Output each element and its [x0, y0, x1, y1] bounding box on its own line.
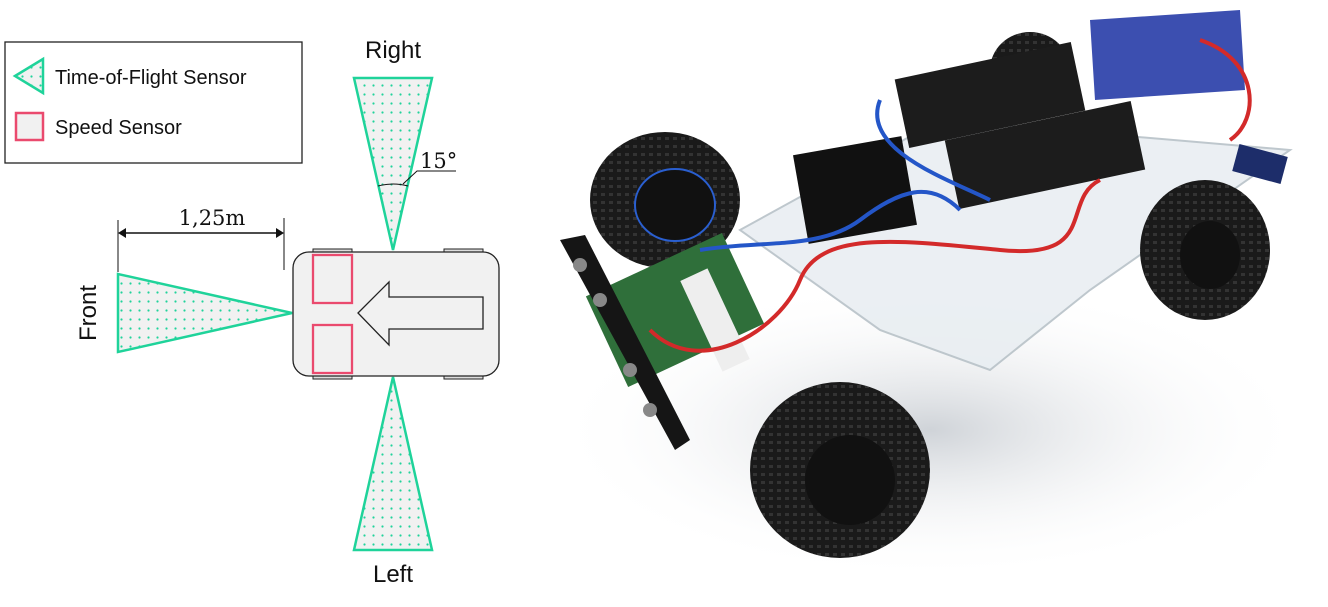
rc-car-photo: [550, 10, 1310, 580]
legend: Time-of-Flight Sensor Speed Sensor: [4, 41, 303, 164]
side-sensor: [1232, 144, 1288, 184]
angle-arc: [377, 183, 409, 187]
battery: [1090, 10, 1245, 100]
front-bumper: [560, 235, 690, 450]
tof-left-cone: [352, 376, 434, 552]
front-label: Front: [75, 285, 102, 341]
speed-sensor-front-right: [311, 253, 354, 305]
angle-leader: [402, 170, 456, 185]
right-label: Right: [365, 37, 421, 64]
angle-label: 15°: [420, 149, 457, 173]
compute-board: [894, 42, 1086, 148]
car-outline: [292, 248, 500, 380]
speed-legend-icon: [14, 111, 45, 142]
legend-speed-label: Speed Sensor: [55, 117, 182, 139]
legend-tof-label: Time-of-Flight Sensor: [55, 67, 247, 89]
tof-legend-icon: [12, 56, 45, 96]
tof-front-cone: [116, 272, 293, 354]
direction-arrow-icon: [357, 280, 484, 347]
left-label: Left: [373, 561, 413, 588]
sensor-layout-diagram: Time-of-Flight Sensor Speed Sensor Right…: [4, 37, 500, 588]
distance-label: 1,25m: [179, 206, 246, 230]
speed-sensor-front-left: [311, 323, 354, 375]
tof-right-cone: [352, 76, 434, 251]
